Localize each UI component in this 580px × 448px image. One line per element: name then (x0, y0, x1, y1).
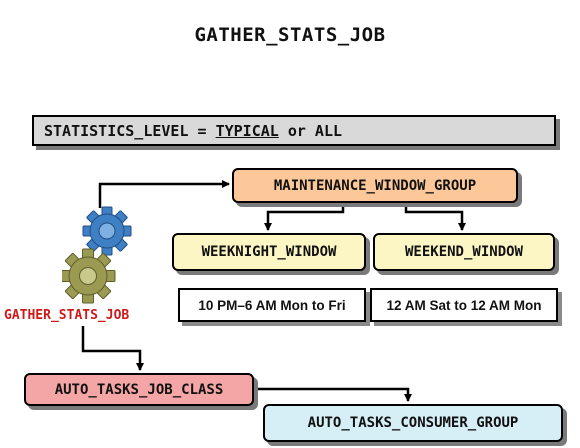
diagram-title: GATHER_STATS_JOB (194, 24, 386, 46)
weekend-time-box: 12 AM Sat to 12 AM Mon (370, 288, 558, 322)
statistics-level-typical: TYPICAL (215, 121, 279, 140)
weekend-window-label: WEEKEND_WINDOW (404, 244, 523, 260)
weeknight-time-box: 10 PM–6 AM Mon to Fri (178, 288, 366, 322)
auto-tasks-job-class-label: AUTO_TASKS_JOB_CLASS (54, 381, 224, 398)
auto-tasks-job-class-box: AUTO_TASKS_JOB_CLASS (24, 373, 254, 406)
gears-icon (62, 206, 132, 304)
arrow-jobclass-to-consumer (256, 387, 412, 402)
auto-tasks-consumer-group-box: AUTO_TASKS_CONSUMER_GROUP (263, 404, 563, 442)
weeknight-window-box: WEEKNIGHT_WINDOW (172, 233, 366, 271)
arrow-maintenance-to-weekend (404, 205, 466, 231)
statistics-level-bar: STATISTICS_LEVEL = TYPICAL or ALL (32, 115, 556, 146)
weekend-window-box: WEEKEND_WINDOW (373, 233, 555, 271)
weekend-time-label: 12 AM Sat to 12 AM Mon (386, 297, 542, 313)
arrow-job-to-jobclass (81, 326, 144, 371)
maintenance-window-group-label: MAINTENANCE_WINDOW_GROUP (273, 177, 477, 194)
arrow-job-to-maintenance (98, 180, 230, 208)
auto-tasks-consumer-group-label: AUTO_TASKS_CONSUMER_GROUP (307, 415, 519, 431)
statistics-level-prefix: STATISTICS_LEVEL = (44, 121, 216, 140)
arrow-maintenance-to-weeknight (264, 205, 345, 231)
weeknight-time-label: 10 PM–6 AM Mon to Fri (198, 297, 346, 313)
weeknight-window-label: WEEKNIGHT_WINDOW (201, 244, 337, 260)
maintenance-window-group-box: MAINTENANCE_WINDOW_GROUP (232, 168, 518, 203)
gather-stats-job-label: GATHER_STATS_JOB (4, 308, 130, 323)
statistics-level-suffix: or ALL (278, 121, 343, 140)
